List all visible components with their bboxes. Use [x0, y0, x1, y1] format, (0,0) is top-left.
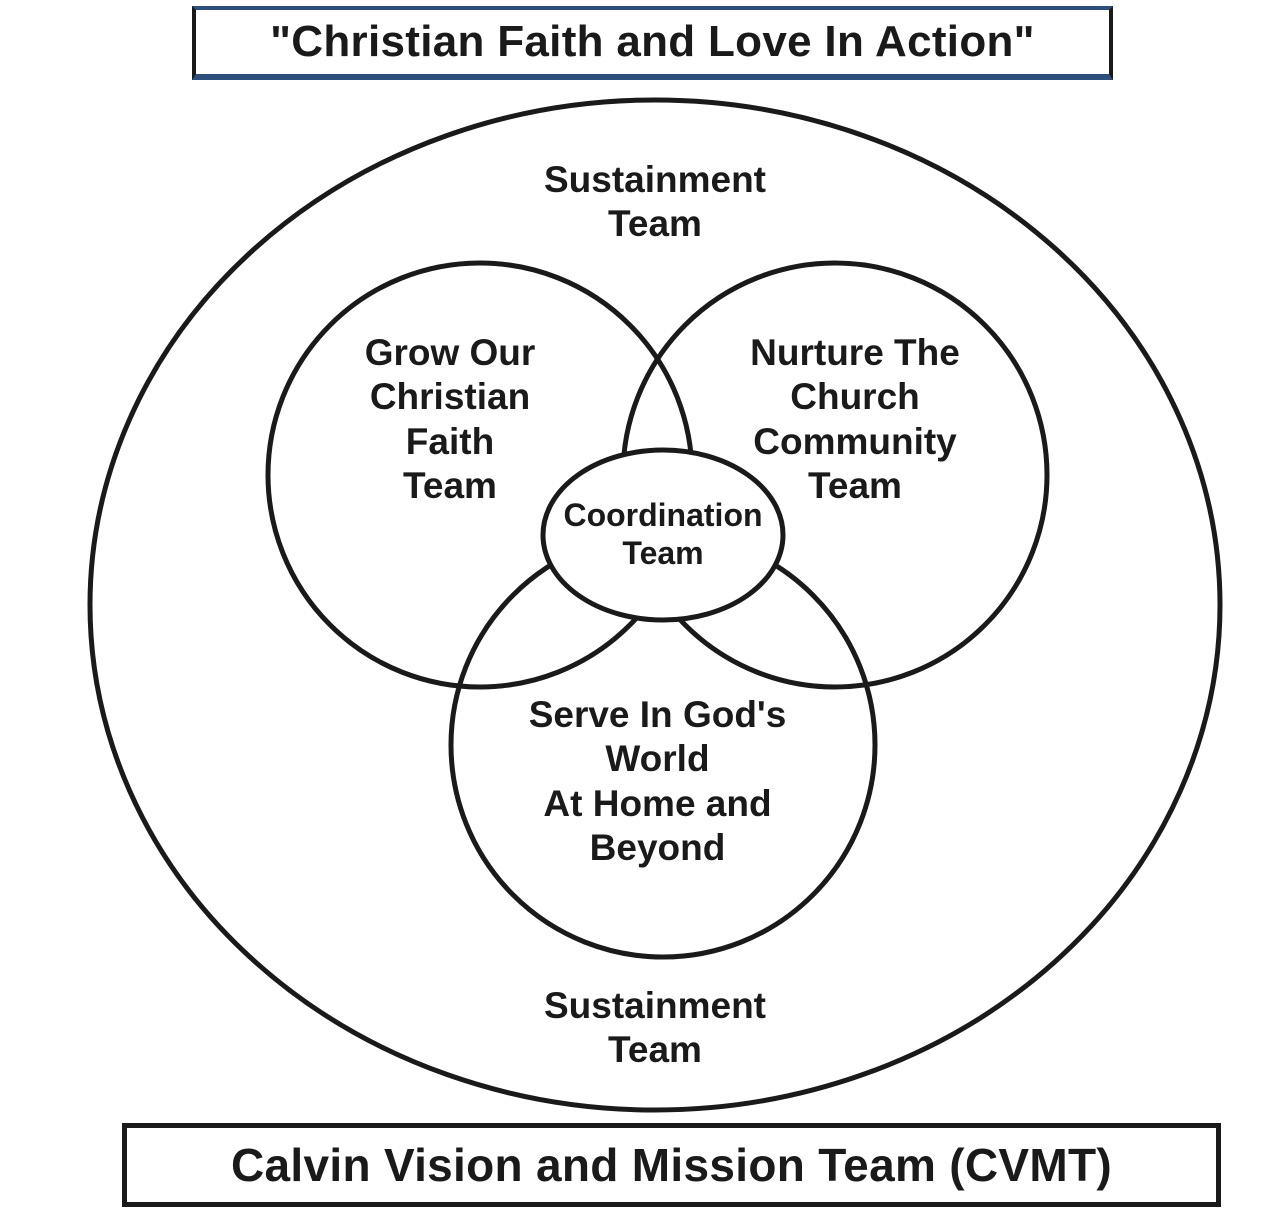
- nurture-community-label: Nurture The Church Community Team: [750, 332, 960, 507]
- serve-world-label: Serve In God's World At Home and Beyond: [528, 694, 787, 869]
- diagram-title: "Christian Faith and Love In Action": [192, 6, 1113, 80]
- coordination-ellipse: [540, 447, 786, 623]
- grow-faith-label: Grow Our Christian Faith Team: [364, 332, 536, 507]
- sustainment-outer-circle: [87, 97, 1223, 1113]
- sustainment-top-label: Sustainment Team: [543, 159, 767, 245]
- footer-title: Calvin Vision and Mission Team (CVMT): [122, 1123, 1221, 1207]
- coordination-label: Coordination Team: [563, 497, 763, 572]
- sustainment-bottom-label: Sustainment Team: [543, 985, 767, 1071]
